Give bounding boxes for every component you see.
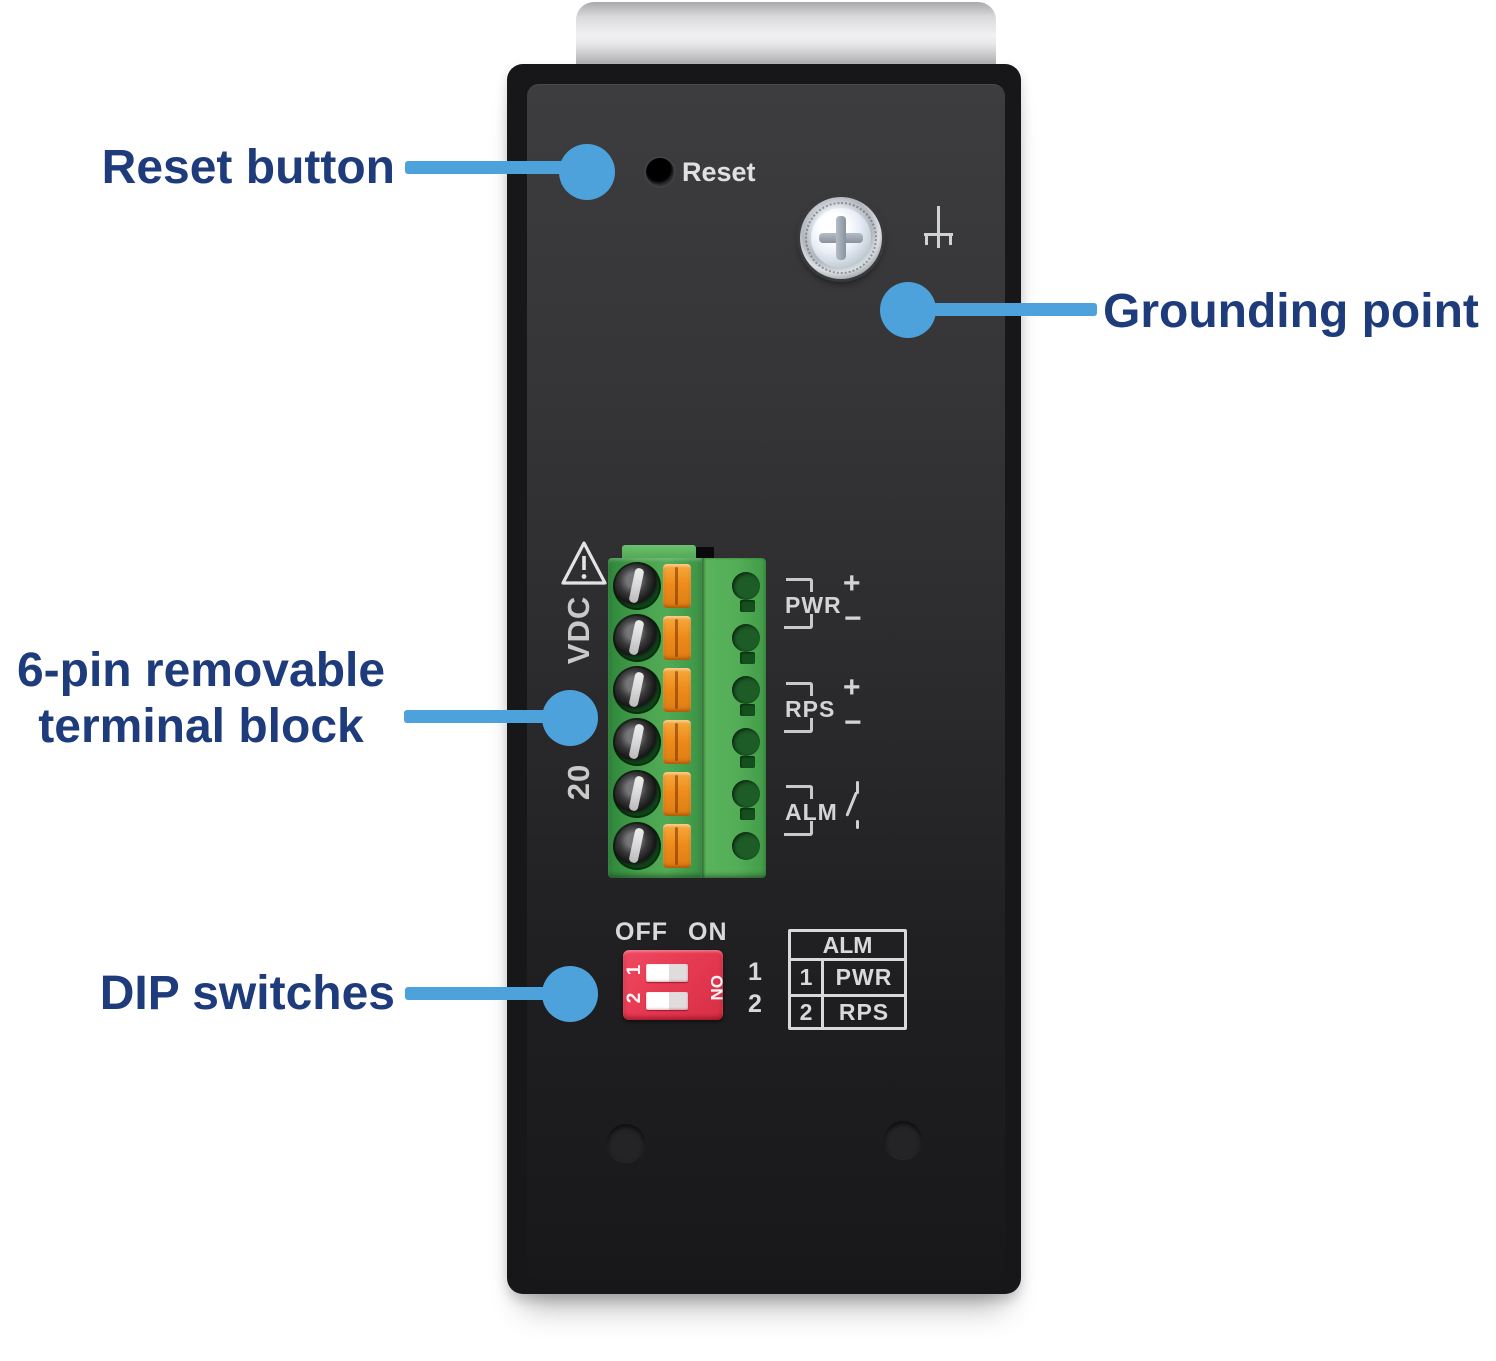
callout-dip-dot <box>542 966 598 1022</box>
vdc-label-upper: VDC <box>561 595 596 665</box>
dip-off-label: OFF <box>615 918 668 946</box>
terminal-clip <box>663 616 691 660</box>
dip-switch1-digit: 1 <box>624 964 645 976</box>
dip-row2-number: 2 <box>748 990 762 1018</box>
callout-reset-dot <box>559 144 615 200</box>
keying-slot <box>740 808 755 820</box>
keying-slot <box>740 600 755 612</box>
grounding-screw <box>800 197 882 279</box>
callout-terminal-dot <box>542 690 598 746</box>
table-row: 2 RPS <box>791 994 904 1027</box>
dip-row1-number: 1 <box>748 958 762 986</box>
rps-label: RPS <box>785 696 836 722</box>
callout-dip-line <box>405 987 547 1000</box>
rps-plus-sign: + <box>843 671 861 704</box>
dip-on-label: ON <box>688 918 728 946</box>
mounting-hole <box>884 1121 922 1159</box>
relay-contact-icon <box>845 781 868 829</box>
terminal-clip <box>663 720 691 764</box>
din-rail-clip <box>576 2 996 74</box>
pin-hole <box>732 572 760 600</box>
table-row: 1 PWR <box>791 961 904 994</box>
callout-reset-line <box>405 161 565 174</box>
terminal-clip <box>663 668 691 712</box>
callout-terminal-line1: 6-pin removable <box>16 644 386 697</box>
pin-hole <box>732 624 760 652</box>
callout-reset-label: Reset button <box>101 141 395 194</box>
screw-head <box>811 208 871 268</box>
alm-bracket-top <box>786 785 813 799</box>
earth-ground-icon <box>924 206 954 252</box>
pwr-bracket-top <box>786 578 813 592</box>
callout-terminal-label: 6-pin removable terminal block <box>0 643 402 755</box>
terminal-screw <box>613 666 661 714</box>
terminal-screw <box>613 822 661 870</box>
callout-terminal-line2: terminal block <box>38 700 364 753</box>
terminal-screw <box>613 770 661 818</box>
pwr-plus-sign: + <box>843 567 861 600</box>
callout-grounding-line <box>925 303 1097 316</box>
terminal-block-plug-strip <box>702 558 766 878</box>
pin-hole <box>732 676 760 704</box>
rps-bracket-top <box>786 682 813 696</box>
row2-number: 2 <box>791 997 824 1027</box>
pwr-bracket-bottom <box>784 614 813 629</box>
alm-label: ALM <box>785 799 838 825</box>
rps-minus-sign: − <box>844 706 862 739</box>
terminal-clip <box>663 564 691 608</box>
dip-side-on-label: ON <box>707 975 726 1001</box>
pwr-label: PWR <box>785 592 842 618</box>
phillips-slot-horizontal-icon <box>819 233 863 243</box>
terminal-screw <box>613 718 661 766</box>
phillips-slot-vertical-icon <box>836 216 846 260</box>
terminal-clip <box>663 772 691 816</box>
pwr-minus-sign: − <box>844 602 862 635</box>
rps-bracket-bottom <box>784 718 813 733</box>
pin-hole <box>732 728 760 756</box>
dip-switch-1 <box>646 964 688 982</box>
reset-print-label: Reset <box>682 157 756 187</box>
keying-slot <box>740 652 755 664</box>
keying-slot <box>740 704 755 716</box>
dip-switch-2 <box>646 992 688 1010</box>
pin-hole <box>732 832 760 860</box>
row1-label: PWR <box>835 964 893 990</box>
terminal-screw <box>613 562 661 610</box>
terminal-screw <box>613 614 661 662</box>
keying-slot <box>740 756 755 768</box>
terminal-clip <box>663 824 691 868</box>
alm-legend-table: ALM 1 PWR 2 RPS <box>788 929 907 1030</box>
dip-switch2-digit: 2 <box>624 992 645 1004</box>
vdc-label-lower: 20 <box>561 763 596 801</box>
row2-label: RPS <box>838 998 890 1025</box>
alm-bracket-bottom <box>784 821 813 836</box>
mounting-hole <box>607 1124 645 1162</box>
pin-hole <box>732 780 760 808</box>
terminal-block-cap <box>622 545 696 562</box>
warning-icon <box>561 541 607 585</box>
alm-table-header: ALM <box>791 932 904 961</box>
callout-grounding-label: Grounding point <box>1103 285 1479 338</box>
callout-terminal-line <box>404 710 549 723</box>
callout-dip-label: DIP switches <box>99 967 395 1020</box>
reset-pinhole <box>646 158 674 186</box>
panel-face <box>527 84 1005 1280</box>
row1-number: 1 <box>791 961 824 994</box>
